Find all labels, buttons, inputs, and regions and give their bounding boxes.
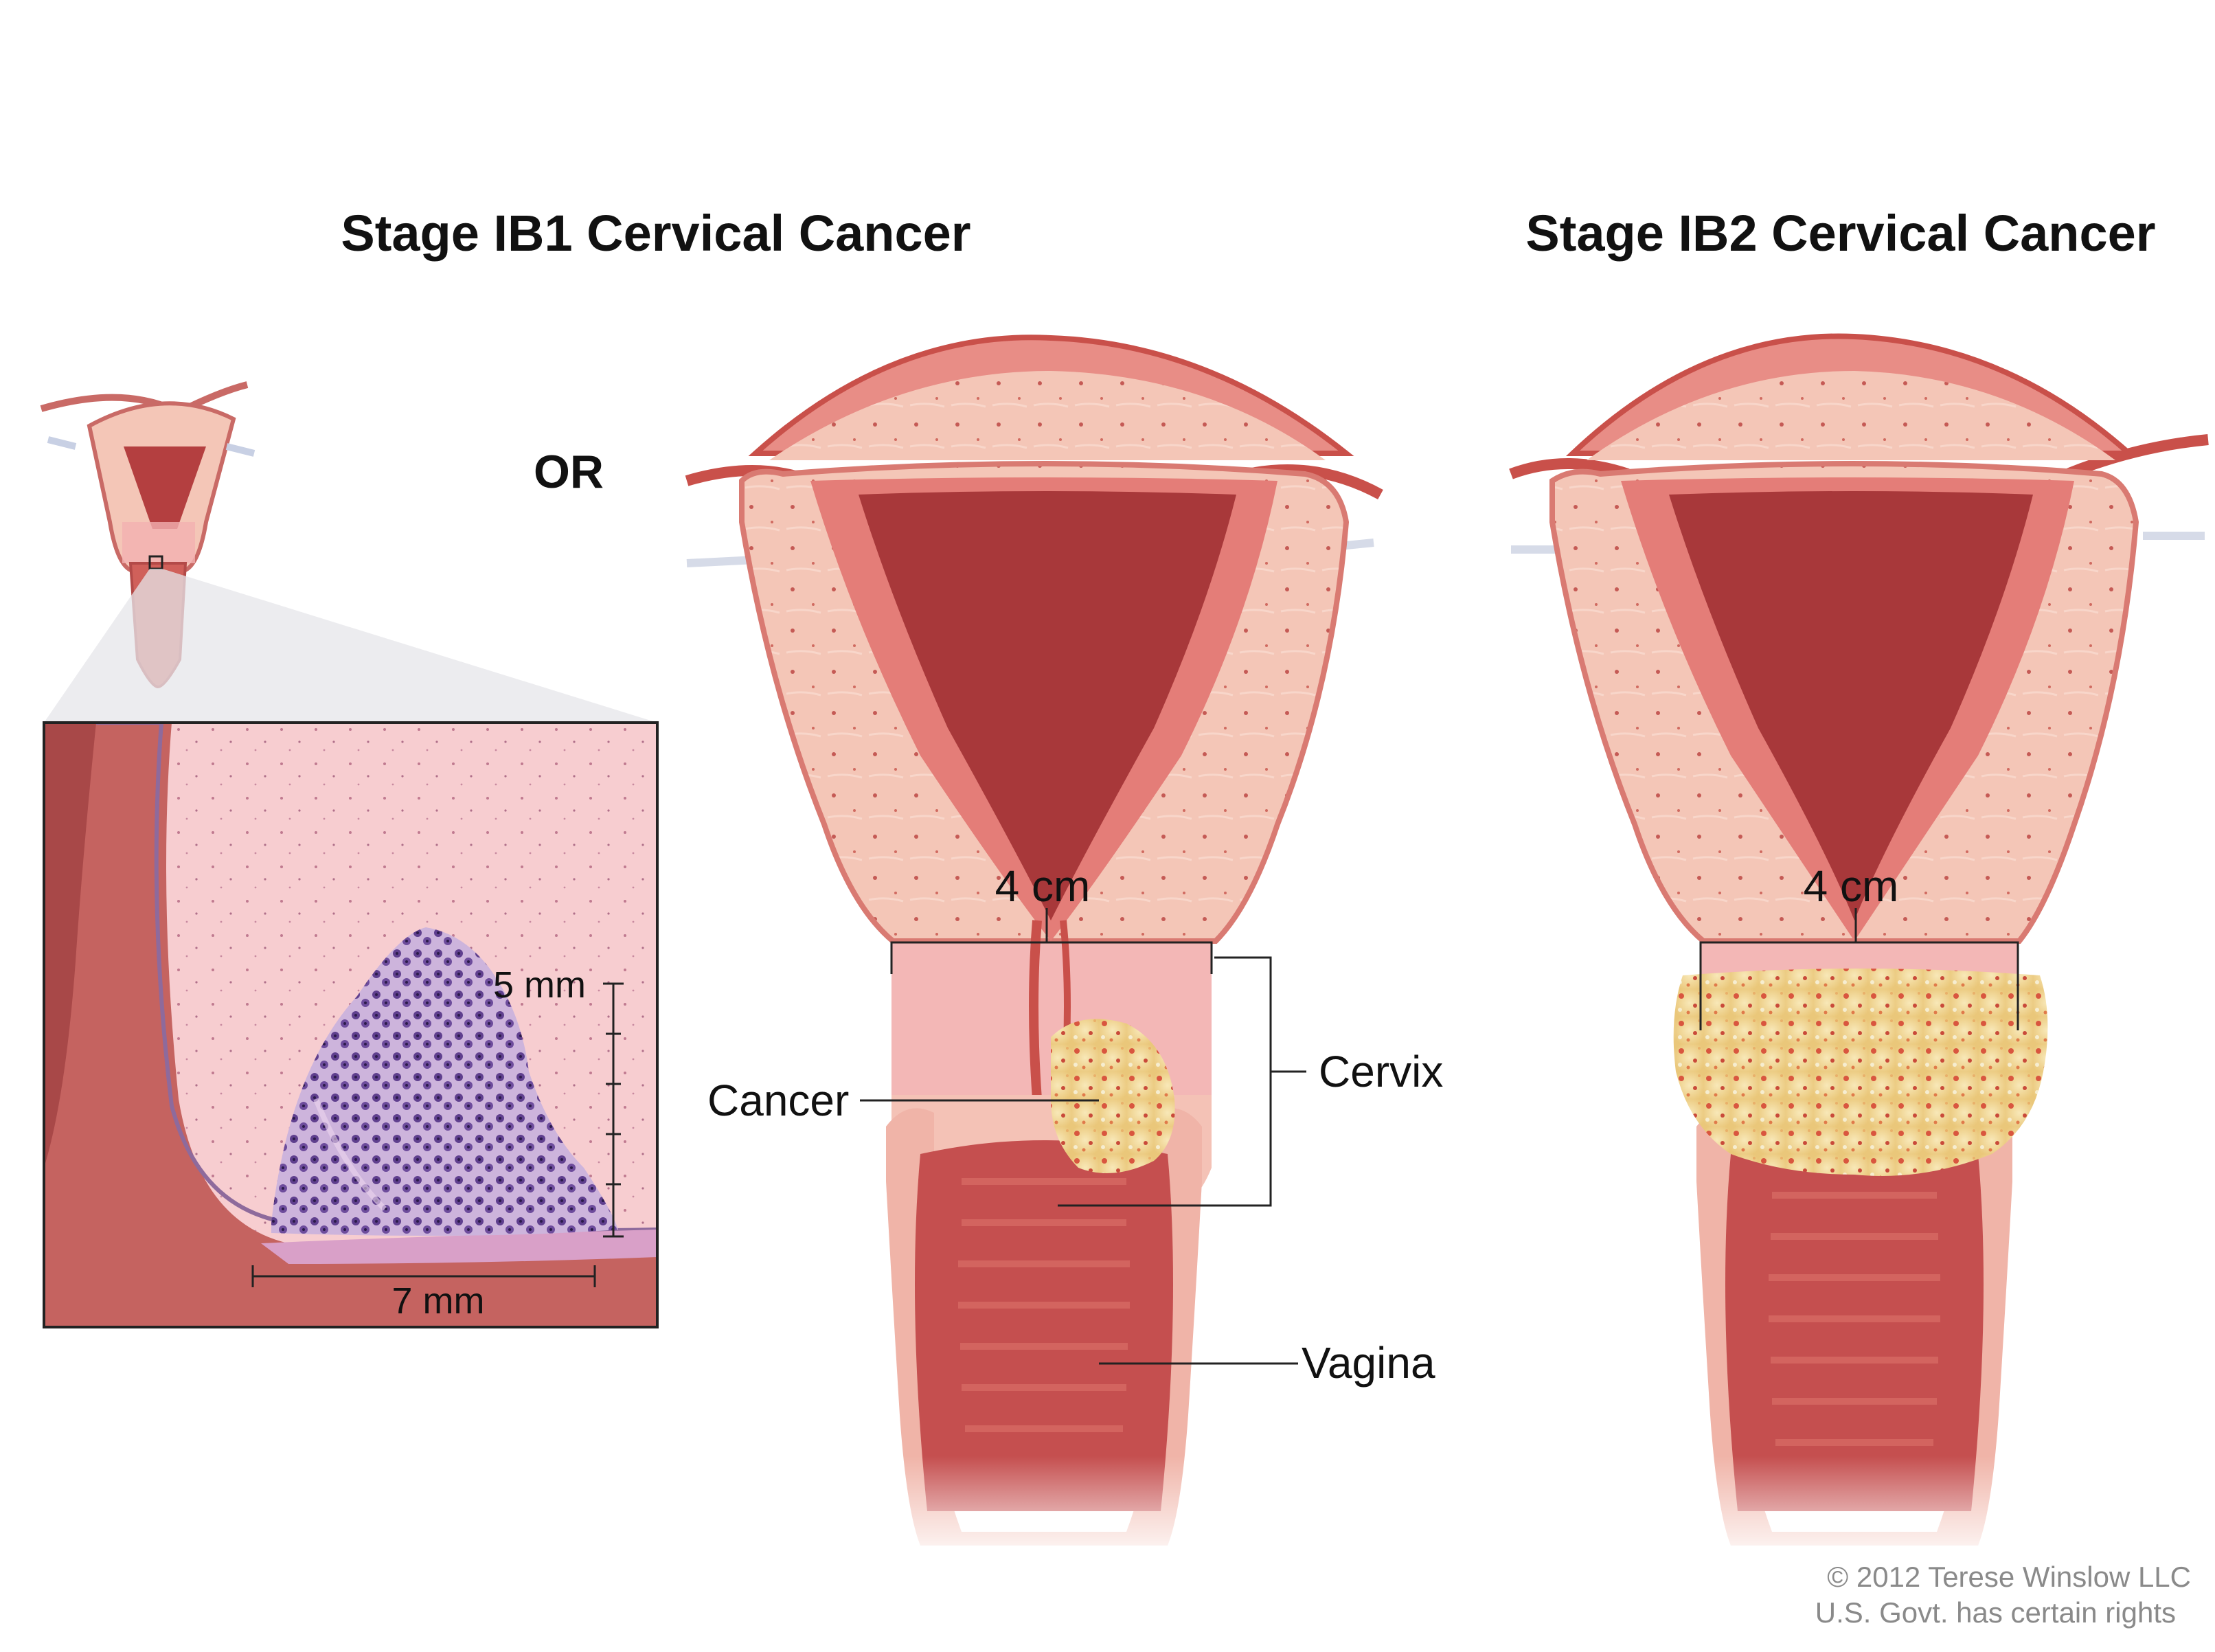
cancer-label: Cancer <box>707 1076 849 1125</box>
uterus-stage-ib2 <box>1509 333 2209 1566</box>
size-label-4cm-ib2: 4 cm <box>1804 861 1899 911</box>
inset-microscopic-view: 5 mm 7 mm <box>43 721 659 1328</box>
zoom-wedge <box>44 569 657 723</box>
depth-label-5mm: 5 mm <box>493 964 586 1006</box>
size-bracket-ib1 <box>890 941 1213 974</box>
size-bracket-ib2 <box>1699 941 2019 1030</box>
cancer-tumor-ib2 <box>1673 969 2048 1176</box>
size-label-4cm-ib1: 4 cm <box>995 861 1091 911</box>
vagina-label: Vagina <box>1302 1338 1435 1388</box>
title-stage-ib2: Stage IB2 Cervical Cancer <box>1525 205 2155 262</box>
cervix-bracket <box>1058 956 1272 1207</box>
title-stage-ib1: Stage IB1 Cervical Cancer <box>341 205 970 262</box>
copyright-line-1: © 2012 Terese Winslow LLC <box>1827 1561 2191 1593</box>
cancer-tumor-ib1 <box>1051 1019 1175 1173</box>
or-label: OR <box>534 446 604 498</box>
uterus-stage-ib1 <box>685 335 1383 1566</box>
copyright-line-2: U.S. Govt. has certain rights <box>1815 1596 2176 1629</box>
cervix-label: Cervix <box>1319 1047 1443 1096</box>
width-label-7mm: 7 mm <box>392 1280 485 1322</box>
